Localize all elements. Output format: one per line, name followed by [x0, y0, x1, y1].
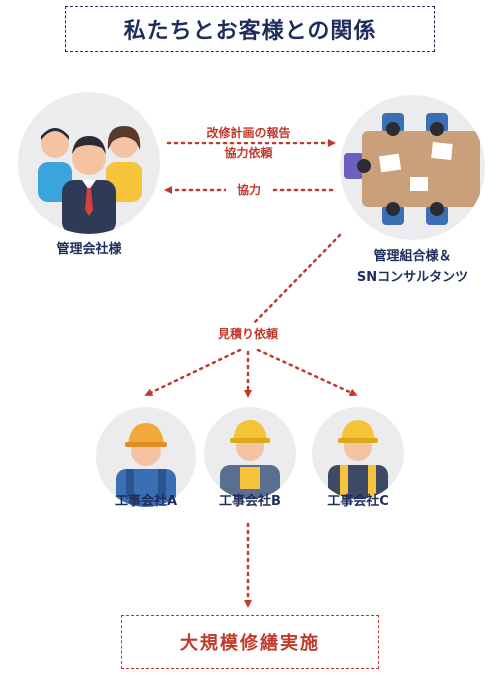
contractor-c-label: 工事会社C [327, 494, 389, 509]
meeting-table-icon [340, 95, 485, 240]
footer-box: 大規模修繕実施 [121, 615, 379, 669]
contractor-c-icon [312, 407, 404, 499]
edge-label-estimate: 見積り依頼 [198, 325, 298, 343]
footer-label: 大規模修繕実施 [180, 633, 320, 654]
contractor-a-label: 工事会社A [114, 494, 178, 509]
edge-label-report: 改修計画の報告 [186, 124, 311, 142]
association-label-line1: 管理組合様＆ [373, 249, 452, 264]
association-label-line2: SNコンサルタンツ [356, 270, 469, 285]
management-company-icon [18, 92, 160, 234]
arrow-assoc-to-estimate [253, 233, 342, 324]
contractor-b-label: 工事会社B [219, 494, 281, 509]
contractor-a-icon [96, 407, 196, 507]
edge-label-cooperation: 協力 [226, 181, 272, 199]
arrow-to-contractor-c [256, 348, 358, 396]
arrow-to-contractor-a [144, 348, 242, 396]
diagram-title: 私たちとお客様との関係 [123, 19, 377, 44]
title-box: 私たちとお客様との関係 [65, 6, 435, 52]
management-company-label: 管理会社様 [56, 242, 122, 257]
edge-label-request: 協力依頼 [224, 146, 273, 160]
contractor-b-icon [204, 407, 296, 499]
